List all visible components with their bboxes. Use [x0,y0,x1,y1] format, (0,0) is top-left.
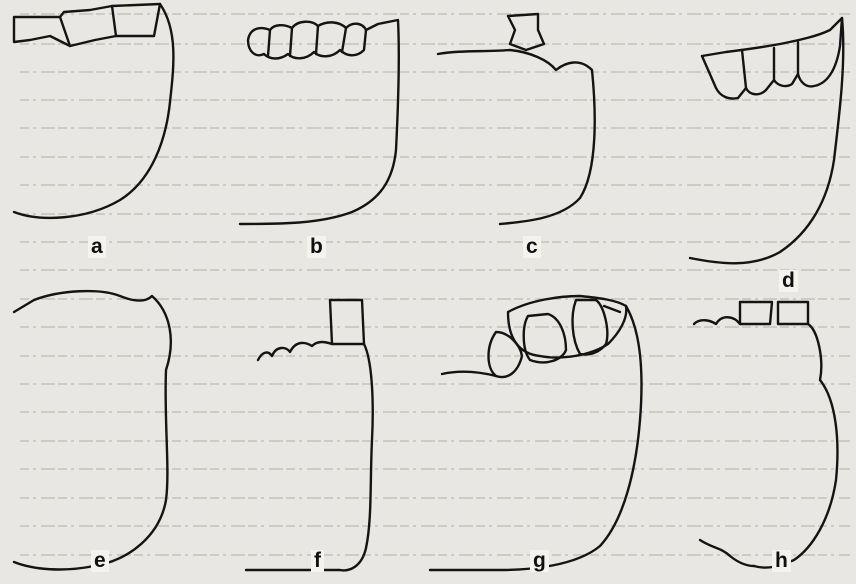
bleed-through-text [20,14,850,555]
panel-label-g: g [530,550,549,572]
panel-d-drawing [690,18,843,263]
panel-label-f: f [311,550,324,572]
panel-label-c: c [523,236,541,258]
panel-g-drawing [430,296,641,570]
panel-e-drawing [14,291,171,569]
panel-label-h: h [772,550,791,572]
panel-c-drawing [438,14,595,224]
panel-f-drawing [246,300,373,570]
panel-label-d: d [779,270,798,292]
panel-b-drawing [240,20,399,224]
panel-label-e: e [91,550,109,572]
panel-label-b: b [307,236,326,258]
panel-h-drawing [694,302,837,568]
panel-label-a: a [88,236,106,258]
